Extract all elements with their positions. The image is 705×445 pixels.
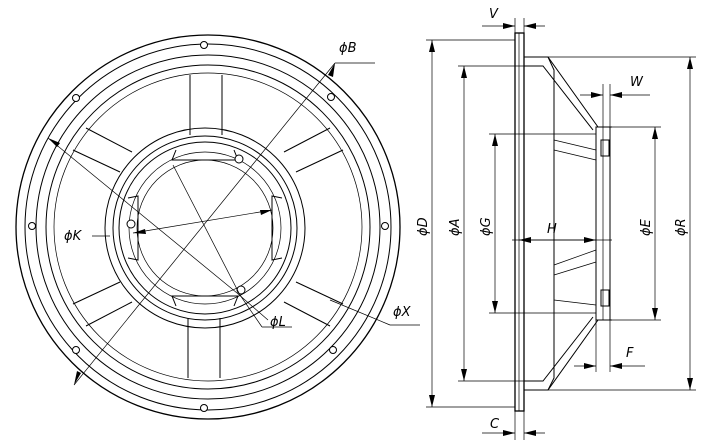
label-f: F [626,346,634,361]
mounting-hole [72,346,80,354]
cone-bottom-inner [524,316,594,382]
front-view: ϕB ϕK ϕL ϕX [15,34,420,420]
mounting-hole [72,94,80,102]
label-phi-d: ϕD [416,217,431,236]
label-h: H [547,222,557,237]
basket-rim [45,64,371,390]
back-tab [600,139,610,157]
label-phi-l: ϕL [270,315,286,330]
hub-tabs [127,149,283,307]
front-dimension-lines [47,62,420,386]
mounting-hole [200,41,208,49]
flange-lip [35,54,381,400]
mounting-hole [28,222,36,230]
mounting-hole [329,346,337,354]
mounting-hole [200,404,208,412]
label-phi-k: ϕK [64,229,83,244]
label-phi-a: ϕA [448,219,463,236]
hub-step [118,141,292,315]
basket-rim-inner [53,72,363,382]
hub-inner [128,151,282,305]
outer-flange-edge [15,34,401,420]
label-phi-b: ϕB [339,41,357,56]
label-w: W [630,75,644,90]
label-phi-e: ϕE [639,218,654,236]
label-phi-x: ϕX [393,305,412,320]
hub-outer [104,127,306,329]
mounting-holes [28,41,389,412]
cone-bottom-outer [524,319,612,391]
side-flange [514,32,525,412]
mounting-hole [327,93,335,101]
hub-hole [234,154,244,164]
back-tab [600,289,610,307]
mounting-hole [381,222,389,230]
spokes [72,75,344,378]
cone-top-inner [524,65,594,131]
label-c: C [490,417,500,432]
cone-top-outer [524,56,612,128]
label-phi-g: ϕG [479,217,494,236]
hub-hole [236,285,246,295]
flange-inner-edge [24,43,392,411]
hub-ring [112,135,298,321]
label-v: V [489,7,499,22]
hub-hole [126,219,136,229]
side-dimension-lines [426,18,696,440]
side-view: V W ϕD ϕA ϕG H ϕE ϕR F C [416,7,696,440]
label-phi-r: ϕR [674,218,689,236]
